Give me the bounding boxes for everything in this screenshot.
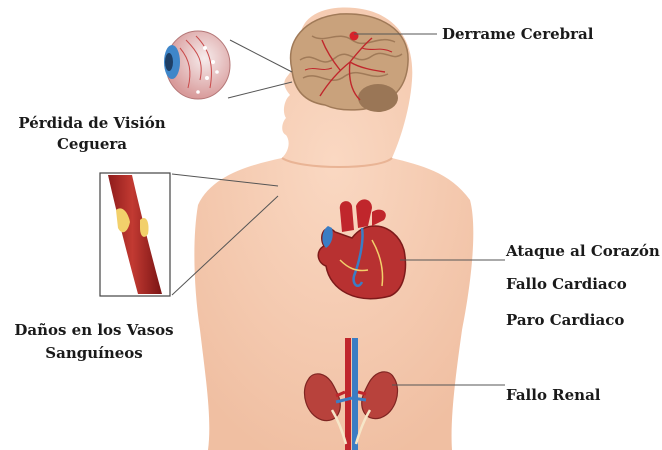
vena-cava [352,338,358,450]
label-stroke: Derrame Cerebral [442,24,593,44]
cerebellum [358,84,398,112]
vessel-inset [100,173,170,296]
label-cardiac-arrest: Paro Cardiaco [506,310,624,330]
label-vessel-damage: Daños en los Vasos [4,320,184,340]
label-blindness: Ceguera [6,134,178,154]
leader-vision-top [230,40,292,72]
aorta [345,338,351,450]
label-heart-failure: Fallo Cardiaco [506,274,627,294]
leader-vision-bottom [228,82,292,98]
brain [291,14,408,112]
label-blood-vessels: Sanguíneos [4,343,184,363]
eye [164,31,230,99]
label-kidney-failure: Fallo Renal [506,385,601,405]
label-vision-loss: Pérdida de Visión [6,113,178,133]
label-heart-attack: Ataque al Corazón [506,241,660,261]
stroke-spot [350,32,359,41]
plaque [140,218,149,237]
